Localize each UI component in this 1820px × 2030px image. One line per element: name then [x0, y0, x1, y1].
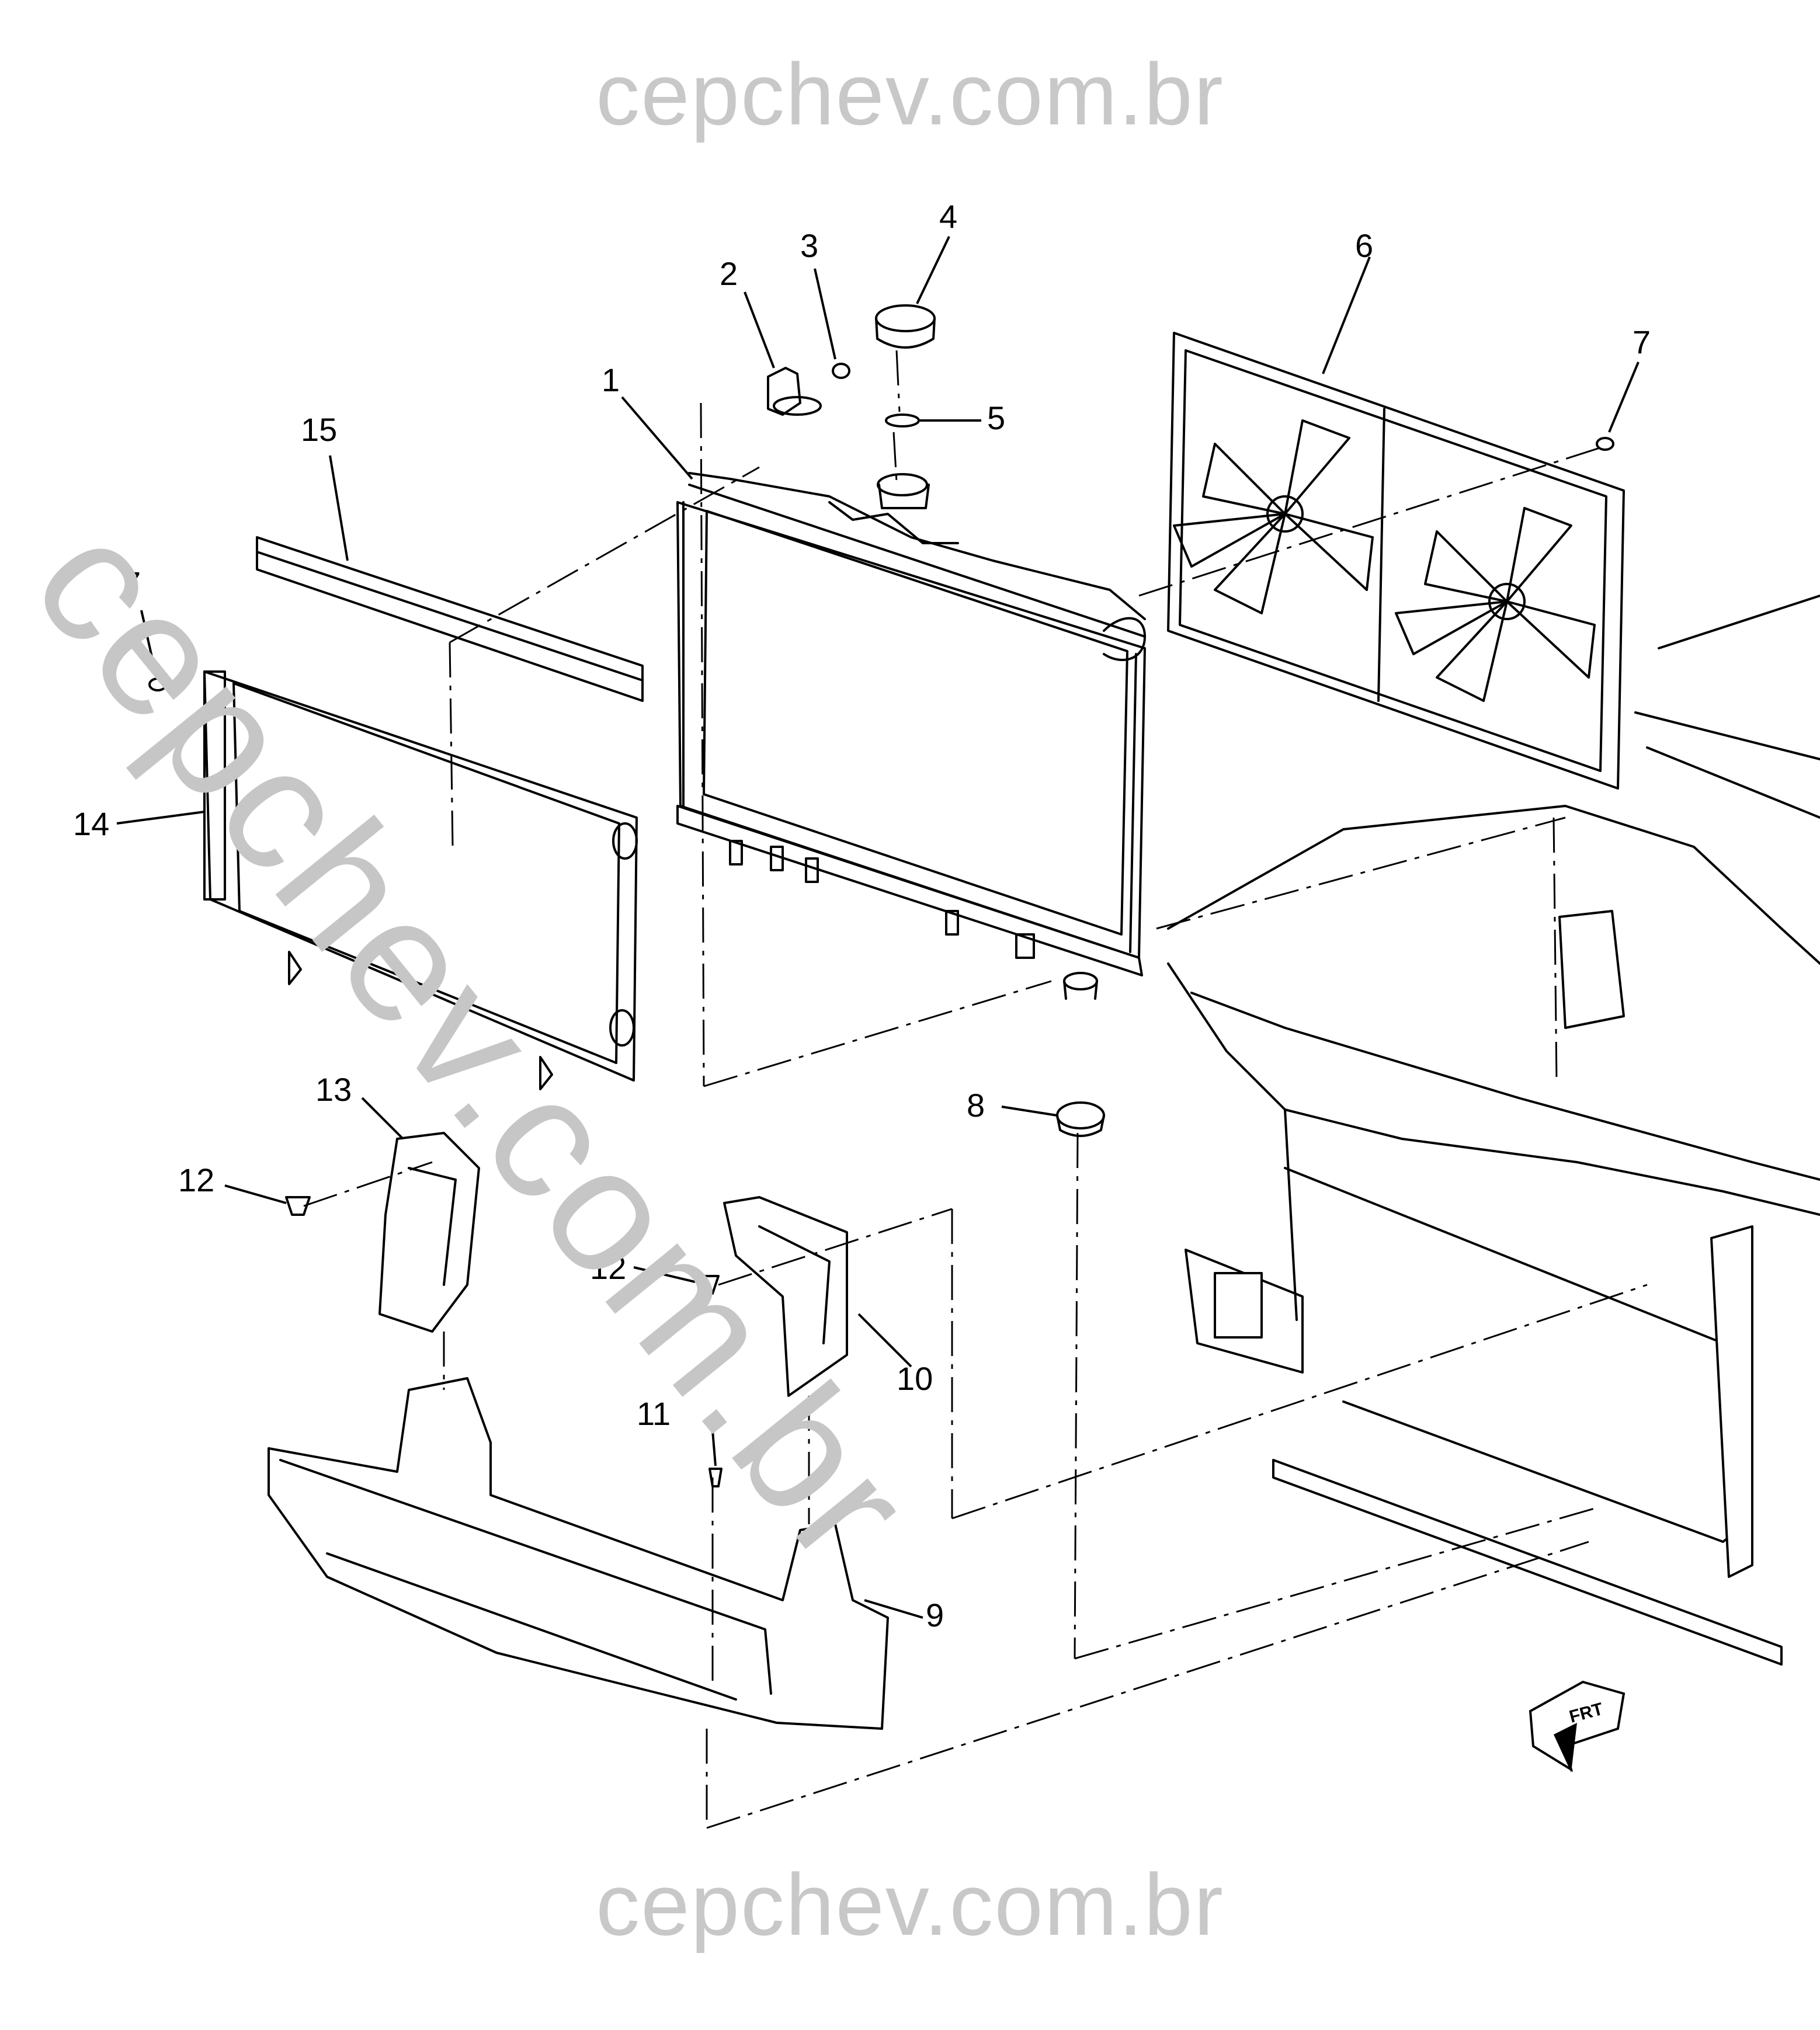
callout-7-upper: 7: [1633, 324, 1651, 360]
callout-14: 14: [73, 805, 109, 842]
callout-8: 8: [967, 1087, 985, 1124]
front-direction-arrow: FRT: [1529, 1680, 1626, 1772]
callout-3: 3: [800, 227, 818, 264]
watermark-bottom: cepchev.com.br: [596, 1855, 1224, 1953]
callout-4: 4: [939, 198, 957, 235]
callout-6: 6: [1355, 227, 1373, 264]
radiator: [676, 472, 1146, 1000]
callout-15: 15: [301, 411, 337, 448]
upper-air-seal: [256, 536, 644, 702]
watermark-top: cepchev.com.br: [596, 45, 1224, 143]
vehicle-front-frame: [1167, 595, 1820, 1666]
callout-1: 1: [602, 361, 620, 398]
callout-labels: 1 2 3 4 5 6 7 7 8 9 10 11 12 12 13 14 15: [73, 198, 1651, 1633]
condenser: [148, 670, 638, 1090]
callout-13: 13: [315, 1071, 352, 1108]
lower-air-deflector: [268, 1377, 889, 1730]
callout-5: 5: [987, 399, 1005, 436]
callout-11: 11: [637, 1395, 671, 1432]
fasteners: [285, 1101, 1105, 1487]
callout-2: 2: [720, 255, 738, 292]
fan-shroud: [1167, 332, 1625, 790]
upper-bracket: [767, 363, 850, 416]
callout-7-left: 7: [123, 565, 141, 602]
callout-9: 9: [926, 1597, 944, 1633]
callout-12-left: 12: [178, 1162, 214, 1198]
callout-12-center: 12: [590, 1249, 626, 1286]
assembly-lines: [303, 350, 1648, 1829]
left-air-baffle: [378, 1132, 480, 1333]
callout-10: 10: [897, 1360, 933, 1397]
leader-lines: [116, 236, 1640, 1619]
radiator-cap: [875, 304, 936, 427]
right-air-baffle: [723, 1196, 848, 1397]
